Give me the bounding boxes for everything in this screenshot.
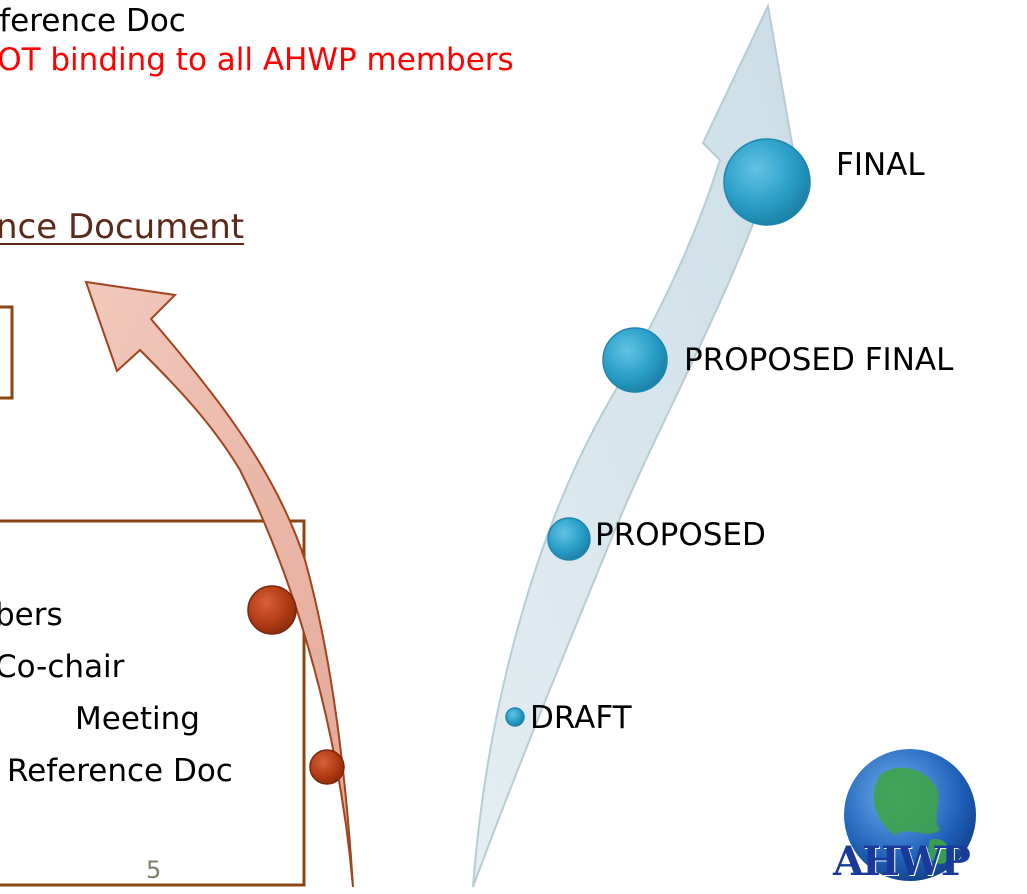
section-title: nce Document bbox=[0, 207, 245, 247]
logo-text: AHWP bbox=[833, 838, 971, 885]
progress-arrow-red bbox=[84, 280, 354, 888]
draft-node bbox=[505, 707, 525, 727]
stage-proposed-final-label: PROPOSED FINAL bbox=[684, 342, 954, 378]
proposed-node bbox=[547, 517, 591, 561]
not-binding-line: NOT binding to all AHWP members bbox=[0, 42, 514, 78]
stage-draft-label: DRAFT bbox=[530, 700, 632, 736]
left-lower-node bbox=[309, 749, 345, 785]
criteria-box bbox=[0, 519, 306, 887]
stage-proposed-label: PROPOSED bbox=[595, 517, 766, 553]
final-node bbox=[723, 138, 811, 226]
box-item-cochair: Co-chair bbox=[0, 649, 125, 685]
left-upper-node bbox=[247, 585, 297, 635]
progress-arrow-blue bbox=[472, 2, 799, 888]
proposed-final-node bbox=[602, 327, 668, 393]
box-item-reference-doc: Reference Doc bbox=[7, 753, 233, 789]
ahwp-logo bbox=[844, 749, 976, 881]
stage-final-label: FINAL bbox=[836, 147, 925, 183]
box-item-meeting: Meeting bbox=[75, 701, 200, 737]
reference-doc-line: Reference Doc bbox=[0, 3, 186, 39]
page-number: 5 bbox=[146, 856, 162, 884]
box-item-members: bers bbox=[0, 597, 63, 633]
cropped-frame bbox=[0, 305, 14, 400]
